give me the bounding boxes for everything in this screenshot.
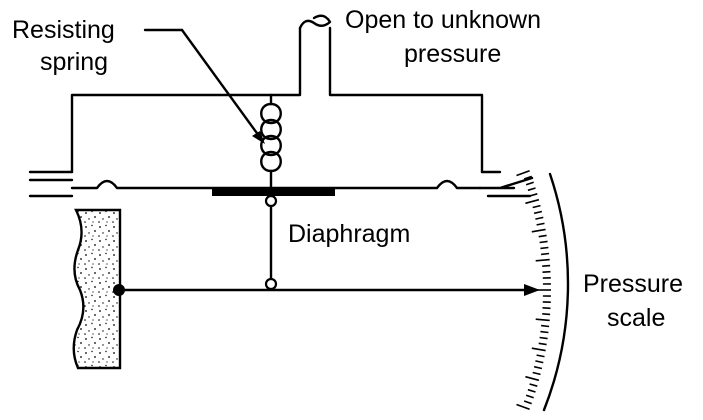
pointer-arrowhead <box>524 284 540 296</box>
pressure-scale-label-line2: scale <box>607 304 665 332</box>
inlet-pipe-end <box>298 14 332 30</box>
upper-pivot <box>264 194 278 208</box>
right-base-plate <box>478 170 534 198</box>
chamber-housing <box>70 26 484 174</box>
open-to-pressure-label-line1: Open to unknown <box>345 6 541 34</box>
spring-coils <box>260 102 282 173</box>
scale-tick <box>523 400 532 405</box>
scale-tick <box>538 234 547 238</box>
scale-tick <box>525 375 540 382</box>
scale-tick <box>535 360 544 364</box>
scale-tick <box>541 324 550 328</box>
open-to-pressure-label-line2: pressure <box>404 40 501 68</box>
scale-tick <box>535 318 550 322</box>
scale-tick <box>539 240 548 244</box>
pressure-scale <box>516 169 570 412</box>
spring-callout-arrowhead <box>252 131 265 144</box>
scale-tick <box>532 204 541 209</box>
scale-tick <box>533 365 543 370</box>
scale-tick <box>533 210 543 215</box>
scale-tick <box>542 270 551 273</box>
scale-tick <box>531 347 546 352</box>
scale-tick <box>535 216 544 220</box>
scale-tick <box>539 336 548 340</box>
scale-tick <box>531 228 546 233</box>
fixed-wall <box>72 208 122 370</box>
pressure-scale-label-line1: Pressure <box>583 270 683 298</box>
scale-tick <box>523 175 532 180</box>
resisting-spring-label-line2: spring <box>40 48 108 76</box>
scale-tick <box>527 187 536 192</box>
lower-pivot <box>264 277 278 291</box>
scale-tick <box>541 252 550 256</box>
scale-tick <box>529 193 538 197</box>
scale-tick <box>527 388 536 393</box>
scale-tick <box>532 371 541 376</box>
scale-tick <box>525 394 534 399</box>
scale-tick <box>516 403 530 411</box>
pointer-pivot <box>113 284 125 296</box>
scale-tick <box>516 169 530 177</box>
scale-tick <box>536 354 545 358</box>
scale-tick <box>540 246 549 250</box>
scale-tick <box>525 181 534 186</box>
scale-tick <box>536 222 545 226</box>
resisting-spring-label-line1: Resisting <box>12 16 115 44</box>
scale-tick <box>538 342 547 346</box>
diaphragm-label: Diaphragm <box>288 220 410 248</box>
scale-tick <box>535 258 550 262</box>
scale-tick <box>542 264 551 267</box>
scale-tick <box>540 330 549 334</box>
scale-tick <box>525 198 540 205</box>
diaphragm-center-plate <box>212 189 335 196</box>
scale-tick <box>529 383 538 387</box>
scale-tick <box>542 307 551 310</box>
diaphragm-membrane <box>70 179 482 190</box>
left-base-plate <box>28 170 74 198</box>
scale-tick <box>542 313 551 316</box>
spring-callout-arrow-line <box>180 28 261 138</box>
